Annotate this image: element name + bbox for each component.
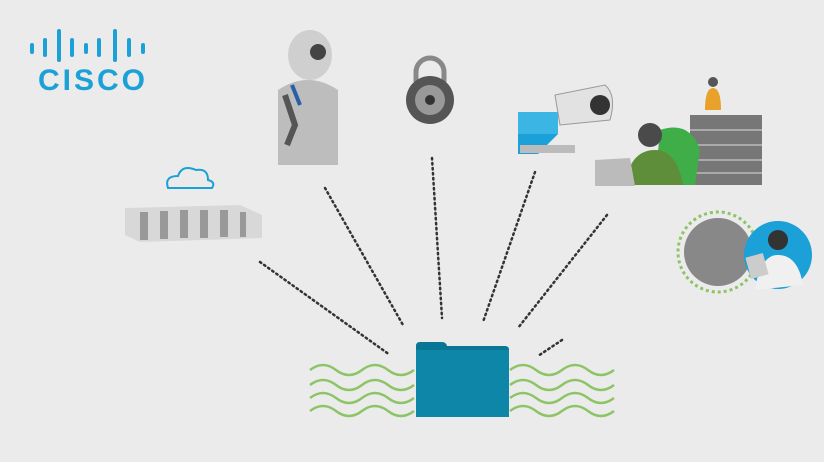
line-worker [516,213,609,330]
line-robot [323,186,405,327]
line-camera [481,170,537,324]
connection-lines [258,156,609,358]
folder-icon [416,342,509,417]
line-servers [258,260,392,357]
globe-woman-icon [676,210,812,294]
robot-icon [278,30,338,165]
line-lock [430,156,444,320]
line-globe [536,338,564,358]
person-icon [705,77,721,110]
cisco-logo-bars [30,29,145,62]
person-laptop-icon [595,123,683,186]
padlock-icon [406,55,454,124]
server-rack-icon [125,205,262,242]
cloud-icon [166,167,215,189]
waves [309,363,615,418]
cisco-logo-text: CISCO [38,64,149,97]
security-camera-icon [518,84,614,154]
